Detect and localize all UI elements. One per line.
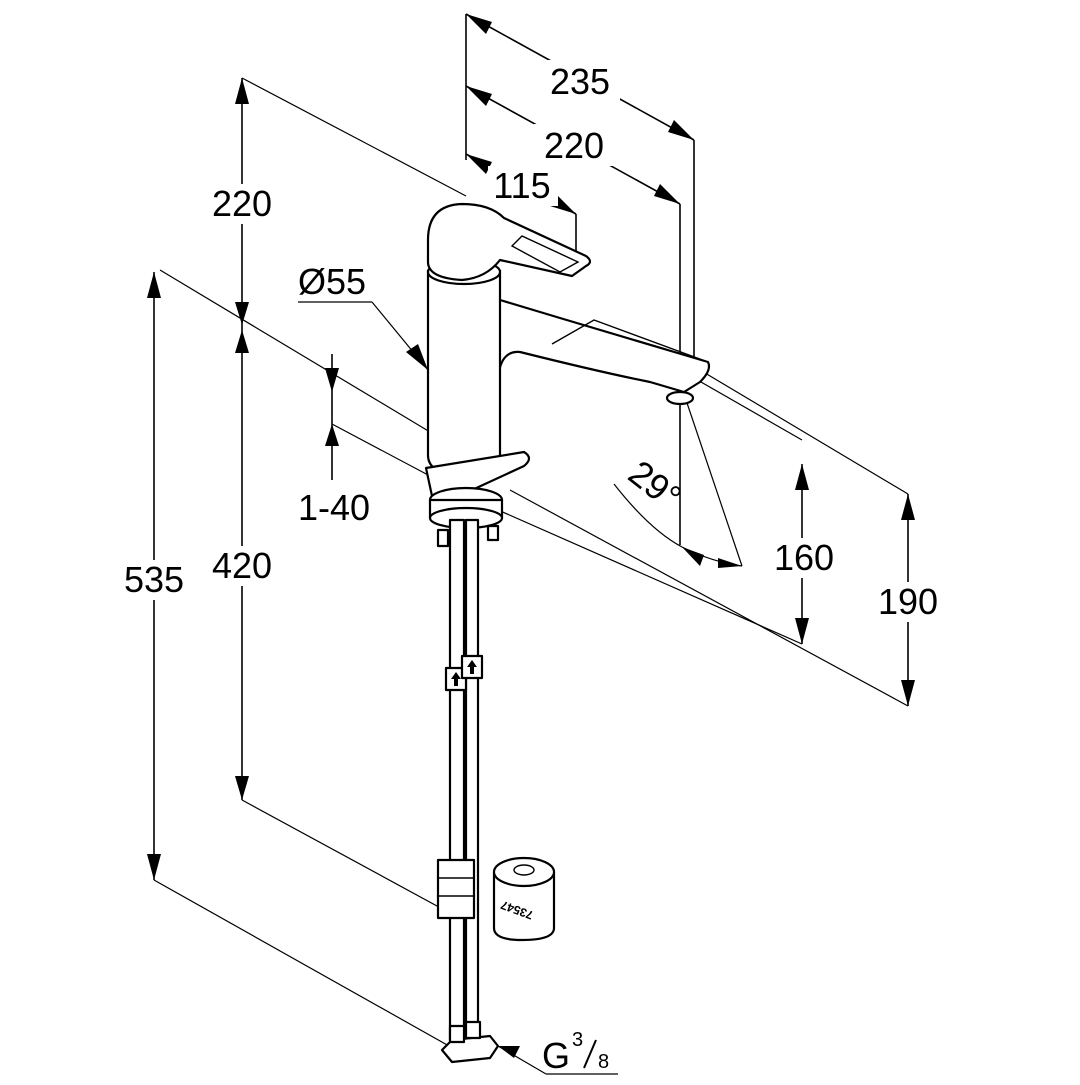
nut-left xyxy=(448,1024,466,1044)
dimension-190: 190 xyxy=(509,369,952,707)
extension-line xyxy=(241,799,449,913)
extension-line xyxy=(699,369,909,495)
dimension-235: 235 xyxy=(465,13,695,380)
arrow-head xyxy=(466,14,492,34)
faucet-body xyxy=(426,270,502,477)
nut-right xyxy=(464,1020,482,1040)
mounting-stud-left xyxy=(436,528,450,548)
dimension-160: 160 xyxy=(429,377,848,645)
arrow-head xyxy=(668,120,694,140)
lever-window xyxy=(510,235,580,273)
supply-hoses xyxy=(436,518,500,1064)
hose-clip-right xyxy=(460,654,484,680)
arrow-head xyxy=(901,680,915,706)
arrow-head xyxy=(466,154,492,174)
extension-line xyxy=(509,489,909,707)
label-bg xyxy=(200,184,284,224)
label-thread-denominator: 8 xyxy=(598,1051,609,1073)
label-angle-29: 29° xyxy=(621,452,689,518)
hose-valve xyxy=(436,858,476,920)
arrow-head xyxy=(498,1046,520,1058)
thread-callout: G 3 8 xyxy=(497,1029,618,1076)
mounting-block: 73547 xyxy=(492,856,556,942)
arrow-head xyxy=(235,78,249,104)
label-bg xyxy=(868,582,952,622)
arrow-head xyxy=(795,618,809,644)
label-bg xyxy=(112,560,196,600)
arrow-head xyxy=(147,272,161,298)
aerator xyxy=(665,390,695,406)
extension-line xyxy=(331,423,431,477)
label-thread-numerator: 3 xyxy=(572,1029,583,1051)
arrow-up-icon xyxy=(451,672,461,686)
mounting-stud-right xyxy=(486,524,500,542)
arrow-head xyxy=(901,494,915,520)
faucet xyxy=(424,202,711,548)
dimension-535: 535 xyxy=(112,272,466,1056)
label-diameter-55: Ø55 xyxy=(298,261,366,302)
hose-right xyxy=(464,518,480,1042)
arrow-head xyxy=(235,302,249,325)
label-220-horizontal: 220 xyxy=(544,125,604,166)
hose-left xyxy=(448,518,466,1042)
label-160: 160 xyxy=(774,537,834,578)
spout-edge xyxy=(551,319,709,363)
label-bg xyxy=(764,538,848,578)
label-bg xyxy=(200,546,284,586)
label-535: 535 xyxy=(124,559,184,600)
dimension-420: 420 xyxy=(159,269,449,913)
label-190: 190 xyxy=(878,581,938,622)
dimension-diameter-55: Ø55 xyxy=(298,261,429,371)
arrow-head xyxy=(235,776,249,800)
arrow-head xyxy=(325,424,339,446)
label-thread-g: G xyxy=(542,1035,570,1076)
block-hole xyxy=(513,864,535,876)
extension-line xyxy=(159,269,431,433)
dimension-angle-29: 29° xyxy=(613,399,743,568)
angle-line xyxy=(685,399,743,567)
label-bg xyxy=(290,488,376,528)
label-bg xyxy=(488,166,558,206)
arrow-head xyxy=(682,547,704,566)
arrow-head xyxy=(795,464,809,490)
arrow-head xyxy=(406,344,428,370)
block-body xyxy=(492,872,556,942)
faucet-lever xyxy=(426,202,592,282)
arrow-head xyxy=(718,558,742,568)
arrow-head xyxy=(654,184,680,204)
arrow-head xyxy=(147,854,161,880)
arrow-head xyxy=(325,368,339,392)
label-bg xyxy=(534,124,614,166)
label-bg xyxy=(540,60,620,102)
label-420: 420 xyxy=(212,545,272,586)
label-1-40: 1-40 xyxy=(298,487,370,528)
extension-line xyxy=(693,377,803,441)
thread-fraction-slash xyxy=(583,1039,597,1069)
arrow-up-icon xyxy=(467,660,477,674)
label-220-vertical: 220 xyxy=(212,183,272,224)
extension-line xyxy=(153,879,466,1056)
block-top xyxy=(492,856,556,888)
dimension-1-40: 1-40 xyxy=(290,354,431,528)
label-115: 115 xyxy=(493,165,550,206)
extension-line xyxy=(241,77,467,197)
dimension-220-vertical: 220 xyxy=(200,77,467,353)
arrow-head xyxy=(466,86,492,106)
label-235: 235 xyxy=(550,61,610,102)
